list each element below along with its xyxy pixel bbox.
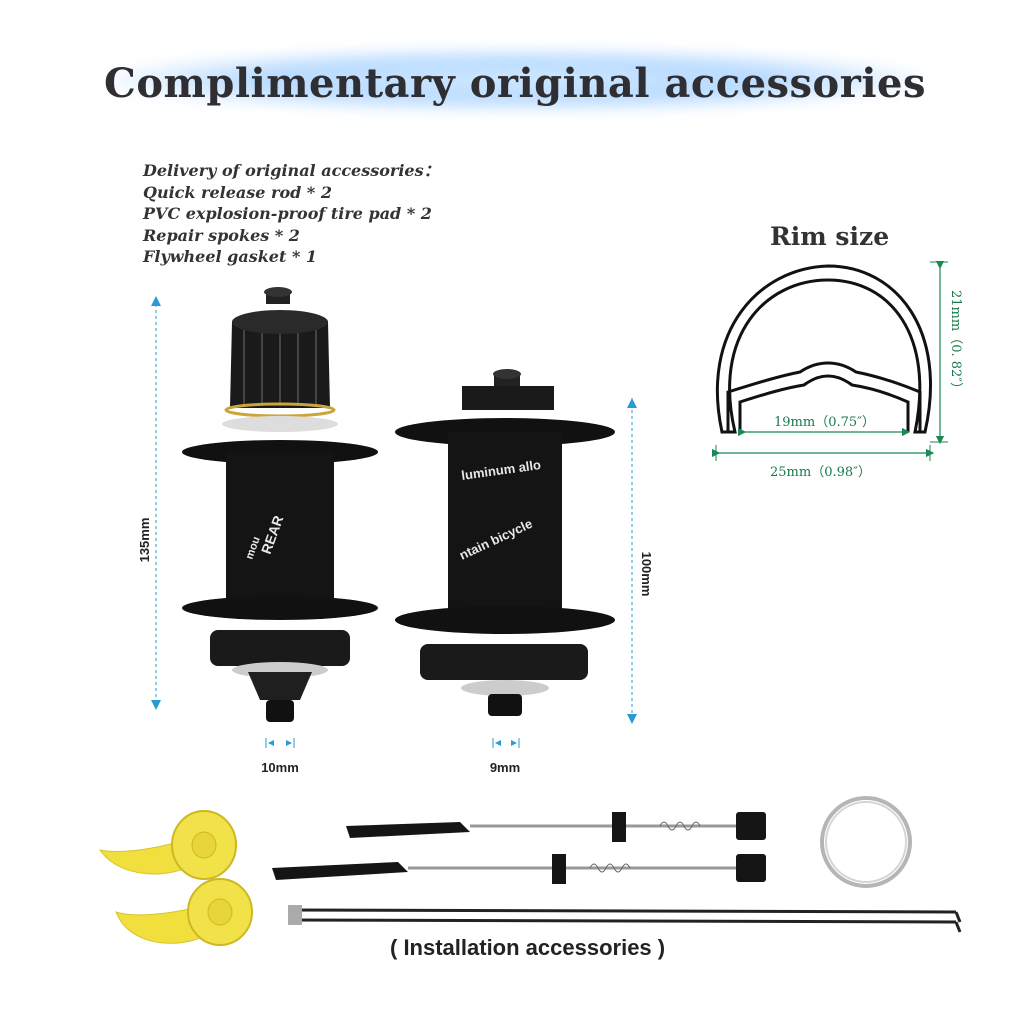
rear-length-label: 135mm xyxy=(137,518,152,563)
rim-height-dimension xyxy=(930,260,948,445)
installation-caption: ( Installation accessories ) xyxy=(390,935,666,960)
tire-pad xyxy=(98,810,237,880)
rim-outer-width-label: 25mm（0.98″） xyxy=(770,465,871,480)
rim-outer-width-dimension xyxy=(711,445,935,461)
delivery-heading: Delivery of original accessories： xyxy=(143,161,440,180)
delivery-list: Delivery of original accessories： Quick … xyxy=(143,160,440,268)
delivery-item: PVC explosion-proof tire pad * 2 xyxy=(143,204,432,223)
delivery-item: Quick release rod * 2 xyxy=(143,182,332,202)
tire-pad xyxy=(115,878,253,946)
rear-axle-dimension xyxy=(265,738,295,748)
front-length-label: 100mm xyxy=(639,552,654,597)
rim-height-label: 21mm（0. 82″） xyxy=(948,290,963,395)
rim-cross-section xyxy=(716,264,932,434)
rear-hub xyxy=(182,287,378,722)
repair-spoke xyxy=(288,905,962,933)
rim-size-title: Rim size xyxy=(770,222,890,251)
title-glow xyxy=(110,48,920,112)
front-axle-label: 9mm xyxy=(490,760,520,775)
rear-axle-label: 10mm xyxy=(261,760,299,775)
flywheel-gasket xyxy=(820,796,912,888)
rear-length-dimension xyxy=(151,296,161,710)
title-banner: Complimentary original accessories xyxy=(90,30,940,130)
front-length-dimension xyxy=(627,398,637,724)
delivery-item: Flywheel gasket * 1 xyxy=(143,247,318,266)
front-axle-dimension xyxy=(492,738,520,748)
quick-release-rod xyxy=(346,812,766,842)
delivery-item: Repair spokes * 2 xyxy=(143,225,300,245)
quick-release-rod xyxy=(272,854,766,884)
page-title: Complimentary original accessories xyxy=(104,60,926,107)
front-hub xyxy=(395,369,615,716)
rim-inner-width-label: 19mm（0.75″） xyxy=(774,415,875,430)
